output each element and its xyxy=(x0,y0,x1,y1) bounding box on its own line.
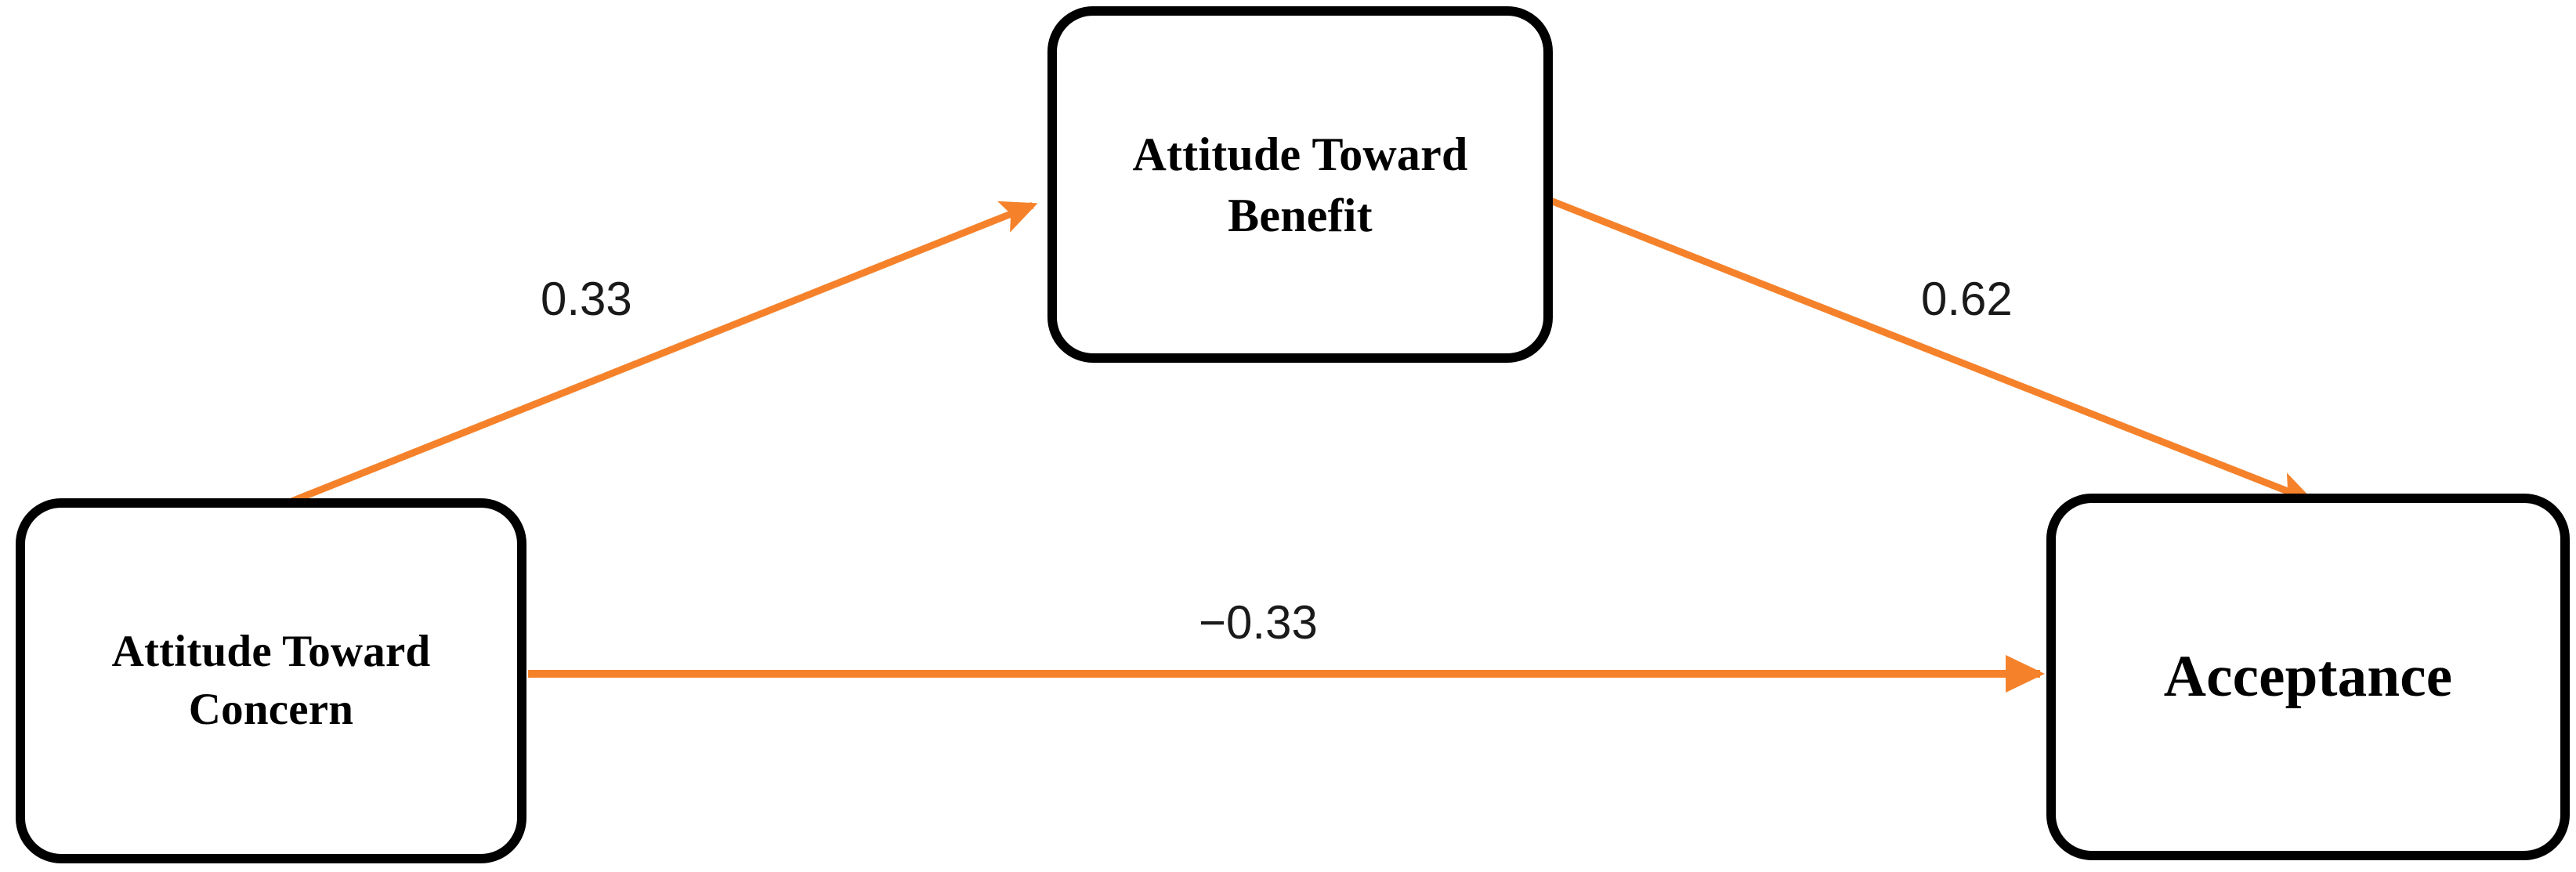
edge-label-benefit-to-acceptance: 0.62 xyxy=(1921,273,2013,325)
edge-label-concern-to-benefit: 0.33 xyxy=(541,273,632,325)
edge-label-concern-to-acceptance: −0.33 xyxy=(1199,596,1318,649)
node-label-acceptance: Acceptance xyxy=(2144,639,2473,715)
edge-benefit-to-acceptance xyxy=(1549,197,2315,505)
node-label-line1: Acceptance xyxy=(2163,644,2453,710)
node-acceptance[interactable]: Acceptance xyxy=(2046,494,2570,860)
node-label-line1: Attitude Toward xyxy=(111,626,431,676)
edge-concern-to-benefit xyxy=(290,201,1038,505)
node-label-line1: Attitude Toward xyxy=(1132,128,1468,180)
node-label-line2: Concern xyxy=(188,685,354,734)
node-label-line2: Benefit xyxy=(1228,189,1373,241)
